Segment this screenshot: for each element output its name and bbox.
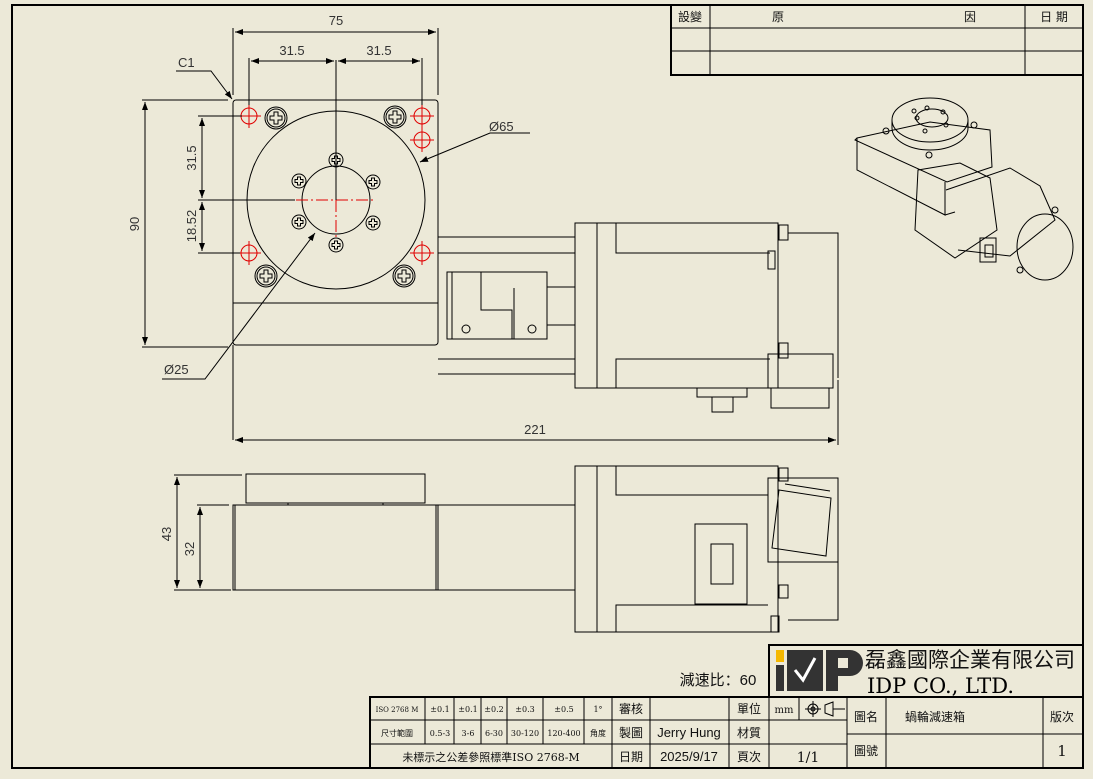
date-label: 日期	[619, 750, 643, 764]
review-label: 審核	[619, 701, 643, 716]
material-label: 材質	[737, 725, 761, 740]
title-block: 減速比：60 磊鑫國際企業有限公司 IDP CO., LTD. ISO 2768…	[369, 644, 1084, 769]
range-angle: 角度	[590, 728, 606, 738]
size-range-label: 尺寸範圍	[381, 728, 413, 738]
dim-43: 43	[159, 527, 174, 541]
dim-31-5-vertical: 31.5	[184, 145, 199, 170]
dim-chamfer: C1	[178, 55, 195, 70]
dim-75: 75	[329, 13, 343, 28]
tolerance-note: 未標示之公差參照標準ISO 2768-M	[402, 750, 579, 764]
range-5: 120-400	[547, 729, 580, 738]
dim-32: 32	[182, 542, 197, 556]
drawing-name-label: 圖名	[854, 709, 878, 724]
revision-header-change: 設變	[678, 9, 702, 24]
tol-2: ±0.1	[458, 705, 477, 714]
projection-symbol-icon	[805, 701, 845, 717]
unit-label: 單位	[737, 701, 761, 716]
revision-header-reason-2: 因	[964, 10, 976, 24]
revision-header-reason-1: 原	[772, 10, 784, 24]
idp-logo	[776, 650, 863, 691]
dim-dia-65: Ø65	[489, 119, 514, 134]
revision-table: 設變 原 因 日 期	[670, 4, 1084, 76]
range-1: 0.5-3	[430, 729, 451, 738]
dim-31-5-right: 31.5	[366, 43, 391, 58]
unit-value: mm	[775, 705, 794, 716]
reduction-ratio: 減速比：60	[680, 672, 757, 689]
tol-3: ±0.2	[484, 705, 503, 714]
revision-header-date: 日 期	[1040, 10, 1068, 24]
dim-221: 221	[524, 422, 546, 437]
company-name-cn: 磊鑫國際企業有限公司	[865, 648, 1075, 672]
range-4: 30-120	[511, 729, 539, 738]
bottom-view	[232, 465, 839, 633]
tol-1: ±0.1	[430, 705, 449, 714]
tol-angle: 1°	[593, 705, 602, 714]
range-2: 3-6	[462, 729, 475, 738]
company-name-en: IDP CO., LTD.	[867, 674, 1014, 698]
tol-5: ±0.5	[554, 705, 573, 714]
dim-18-52: 18.52	[184, 210, 199, 243]
motor-body	[574, 222, 779, 389]
drawn-label: 製圖	[619, 726, 643, 740]
page-value: 1/1	[797, 750, 820, 766]
version-value: 1	[1057, 742, 1067, 760]
date-value: 2025/9/17	[660, 749, 718, 764]
iso-standard: ISO 2768 M	[376, 706, 419, 714]
front-dimensions: 75 31.5 31.5 C1 Ø65 Ø25 90 31.5 18.52 22…	[127, 13, 839, 445]
isometric-view	[854, 97, 1074, 281]
page-label: 頁次	[737, 750, 761, 764]
coupling	[446, 271, 548, 340]
bottom-dimensions: 43 32	[159, 474, 242, 591]
drawing-no-label: 圖號	[854, 744, 878, 758]
tol-4: ±0.3	[515, 705, 534, 714]
dim-dia-25: Ø25	[164, 362, 189, 377]
drawn-value: Jerry Hung	[657, 725, 721, 740]
range-3: 6-30	[485, 729, 503, 738]
drawing-name-value: 蝸輪減速箱	[905, 709, 965, 724]
front-view	[232, 99, 839, 440]
dim-31-5-left: 31.5	[279, 43, 304, 58]
dim-90: 90	[127, 217, 142, 231]
version-label: 版次	[1050, 710, 1074, 724]
